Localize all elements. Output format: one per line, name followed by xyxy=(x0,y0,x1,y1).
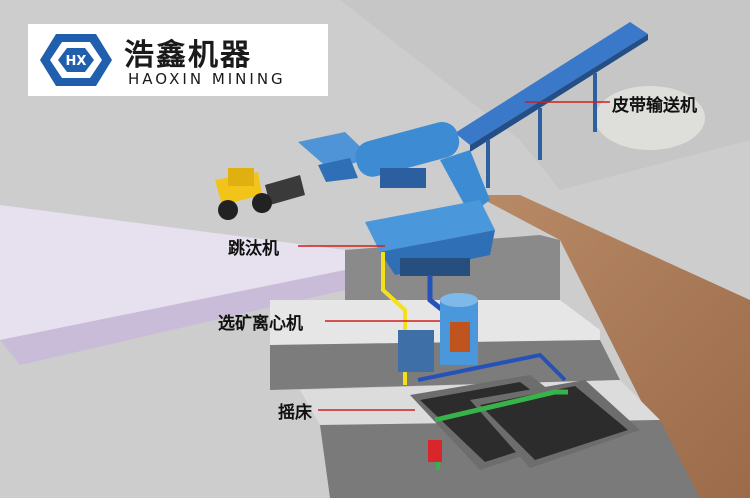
green-water-pipe xyxy=(434,389,568,423)
slurry-pump xyxy=(398,330,434,372)
ramp-side xyxy=(0,270,345,365)
brand-name-cn: 浩鑫机器 xyxy=(124,38,252,73)
conveyor-frame xyxy=(470,34,648,152)
brand-name-en: HAOXIN MINING xyxy=(128,70,286,88)
loader-wheel xyxy=(252,193,272,213)
svg-text:HX: HX xyxy=(66,54,87,69)
feed-hopper xyxy=(298,132,372,170)
loader-cab xyxy=(228,168,254,186)
centrifuge-motor xyxy=(450,322,470,352)
trommel-motor xyxy=(380,168,426,188)
label-jig: 跳汰机 xyxy=(228,239,279,259)
label-belt-conveyor: 皮带输送机 xyxy=(612,96,697,116)
upper-ledge xyxy=(270,300,600,345)
label-shaking-table: 摇床 xyxy=(278,403,312,423)
discharge-chute xyxy=(440,150,490,215)
shaking-table-deck xyxy=(480,386,628,460)
conveyor-belt xyxy=(455,22,648,145)
loader-bucket xyxy=(265,175,305,205)
label-centrifugal-concentrator: 选矿离心机 xyxy=(218,314,303,334)
hexagon-logo-icon: HX xyxy=(40,34,112,86)
centrifuge-top xyxy=(440,293,478,307)
distribution-pipe xyxy=(417,352,567,382)
pit-wall xyxy=(475,195,750,498)
jig xyxy=(365,200,495,252)
feed-hopper-base xyxy=(318,158,358,182)
jig-motor xyxy=(400,258,470,276)
ramp-top xyxy=(0,205,345,340)
loader-wheel xyxy=(218,200,238,220)
ore-stockpile xyxy=(595,86,705,150)
water-valve xyxy=(428,440,442,462)
brand-logo: HX 浩鑫机器 HAOXIN MINING xyxy=(28,24,328,96)
trommel-screen xyxy=(355,121,460,177)
